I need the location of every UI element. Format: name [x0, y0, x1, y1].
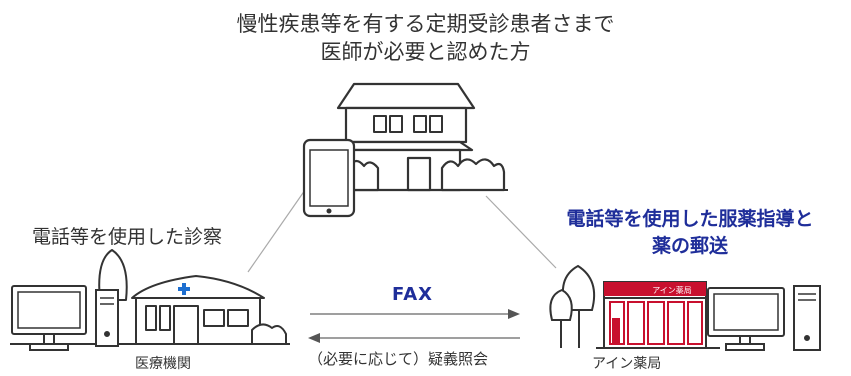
fax-arrow: [310, 309, 520, 319]
title-line-1: 慢性疾患等を有する定期受診患者さまで: [236, 12, 615, 36]
pharmacy-label: アイン薬局: [592, 356, 662, 372]
pharmacy-building-icon: [596, 281, 720, 349]
pharmacy-sign: アイン薬局: [652, 285, 692, 295]
right-label: 電話等を使用した服薬指導と 薬の郵送: [540, 206, 840, 260]
connector-home-clinic: [247, 179, 313, 273]
right-label-line-1: 電話等を使用した服薬指導と: [566, 208, 814, 230]
pharmacy-computer-icon: [707, 285, 821, 351]
connector-home-pharmacy: [485, 195, 557, 269]
medical-cross-icon: [178, 283, 190, 295]
patient-house-icon: [330, 82, 508, 192]
fax-label: FAX: [392, 284, 434, 305]
clinic-label: 医療機関: [135, 356, 191, 372]
title-line-2: 医師が必要と認めた方: [320, 40, 531, 64]
left-label: 電話等を使用した診察: [32, 226, 223, 248]
inquiry-arrow: [308, 333, 520, 343]
clinic-building-icon: [10, 249, 290, 345]
pharmacy-tree-icon: [549, 264, 596, 348]
clinic-computer-icon: [11, 285, 119, 351]
inquiry-label: （必要に応じて）疑義照会: [308, 350, 489, 368]
right-label-line-2: 薬の郵送: [651, 235, 728, 257]
tablet-icon: [302, 138, 356, 218]
